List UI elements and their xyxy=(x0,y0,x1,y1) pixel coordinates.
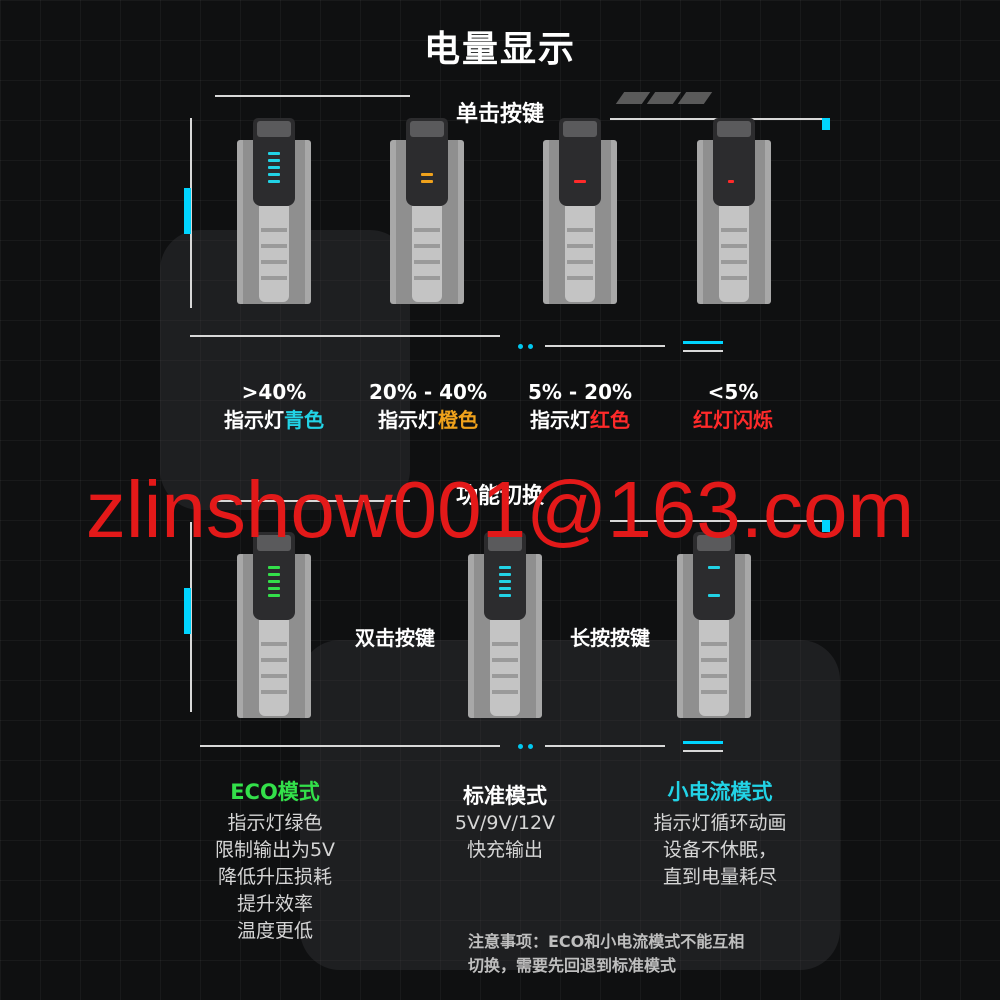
level-label-4: <5% 红灯闪烁 xyxy=(693,380,773,432)
function-switch-label: 功能切换 xyxy=(455,484,544,509)
level-label-3: 5% - 20% 指示灯红色 xyxy=(527,380,633,432)
level-label-2: 20% - 40% 指示灯橙色 xyxy=(369,380,487,432)
mode-title-low-current: 小电流模式 xyxy=(667,780,773,804)
power-bank-device-red-blink xyxy=(697,118,771,304)
double-press-label: 双击按键 xyxy=(355,626,435,650)
mode-desc-low-current: 指示灯循环动画 设备不休眠， 直到电量耗尽 xyxy=(653,812,787,888)
power-bank-device-low-current xyxy=(677,532,751,718)
single-press-label: 单击按键 xyxy=(455,102,544,127)
power-bank-device-red xyxy=(543,118,617,304)
mode-desc-standard: 5V/9V/12V 快充输出 xyxy=(454,812,556,861)
mode-desc-eco: 指示灯绿色 限制输出为5V 降低升压损耗 提升效率 温度更低 xyxy=(214,812,336,942)
power-bank-device-standard xyxy=(468,532,542,718)
caution-note: 注意事项：ECO和小电流模式不能互相 切换，需要先回退到标准模式 xyxy=(468,932,745,975)
power-bank-device-orange xyxy=(390,118,464,304)
power-bank-device-cyan xyxy=(237,118,311,304)
level-label-1: >40% 指示灯青色 xyxy=(224,380,324,432)
power-bank-device-eco xyxy=(237,532,311,718)
page-title: 电量显示 xyxy=(423,29,576,70)
mode-title-eco: ECO模式 xyxy=(230,780,320,804)
mode-title-standard: 标准模式 xyxy=(463,784,547,808)
long-press-label: 长按按键 xyxy=(570,626,650,650)
watermark-text: zlinshow001@163.com xyxy=(85,465,915,554)
